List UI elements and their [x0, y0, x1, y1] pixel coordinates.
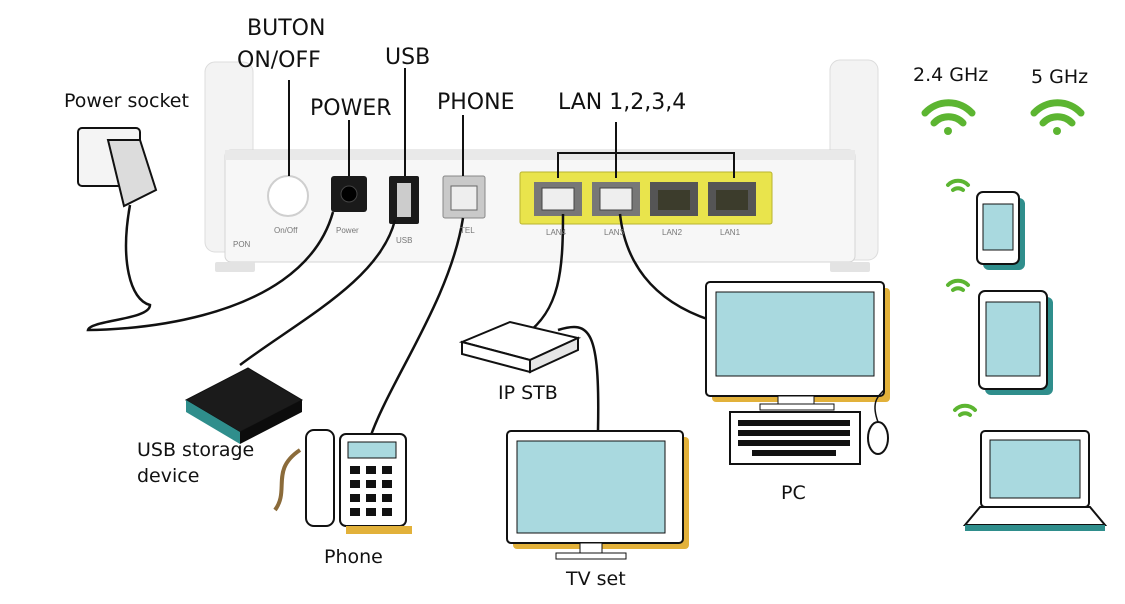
wifi-laptop-icon	[953, 403, 977, 417]
power-cable	[86, 204, 335, 332]
port-label-power: Power	[336, 226, 359, 235]
stb-cable	[524, 213, 565, 337]
port-label-usb: USB	[396, 236, 413, 245]
pc-keyboard	[729, 411, 861, 465]
lan-bracket	[557, 152, 735, 178]
wifi-24-icon	[921, 99, 976, 135]
laptop	[962, 430, 1108, 531]
router	[204, 59, 879, 272]
stb-tv-cable	[557, 325, 600, 431]
port-label-lan2: LAN2	[662, 228, 683, 237]
on-off-button	[267, 175, 309, 217]
pc-mouse	[867, 421, 889, 455]
label-pc: PC	[781, 482, 806, 504]
port-label-on-off: On/Off	[274, 226, 298, 235]
label-power: POWER	[310, 96, 392, 121]
wifi-tablet-icon	[946, 278, 970, 292]
port-label-lan1: LAN1	[720, 228, 741, 237]
pointer-lines	[288, 68, 464, 176]
phone-cable	[368, 217, 465, 439]
router-left-foot	[215, 262, 255, 272]
port-label-lan4: LAN4	[546, 228, 567, 237]
power-adapter	[77, 127, 158, 208]
wifi-phone-icon	[946, 178, 970, 192]
label-buton: BUTON	[247, 16, 326, 41]
port-label-lan3: LAN3	[604, 228, 625, 237]
label-tv-set: TV set	[566, 568, 626, 590]
label-power-socket: Power socket	[64, 90, 189, 112]
label-2-4-ghz: 2.4 GHz	[913, 64, 989, 86]
label-phone-port: PHONE	[437, 90, 515, 115]
label-phone-device: Phone	[324, 546, 383, 568]
label-usb: USB	[385, 45, 431, 70]
label-lan: LAN 1,2,3,4	[558, 90, 687, 115]
adapter-plug	[106, 139, 158, 208]
label-usb-storage-line1: USB storage	[137, 439, 255, 461]
label-usb-storage-line2: device	[137, 465, 200, 487]
label-on-off: ON/OFF	[237, 48, 321, 73]
wifi-5-icon	[1030, 99, 1085, 135]
label-5-ghz: 5 GHz	[1031, 66, 1089, 88]
router-right-foot	[830, 262, 870, 272]
port-label-tel: TEL	[460, 226, 475, 235]
port-label-pon: PON	[233, 240, 251, 249]
smartphone	[976, 191, 1025, 270]
desk-phone	[273, 429, 412, 534]
ip-stb	[458, 320, 582, 374]
tv-set	[506, 430, 689, 560]
tablet	[978, 290, 1053, 395]
pc	[705, 281, 890, 465]
usb-cable	[239, 219, 397, 367]
usb-storage-device	[184, 367, 304, 444]
pc-cable	[618, 213, 711, 322]
cables	[86, 204, 711, 439]
label-ip-stb: IP STB	[498, 382, 558, 404]
